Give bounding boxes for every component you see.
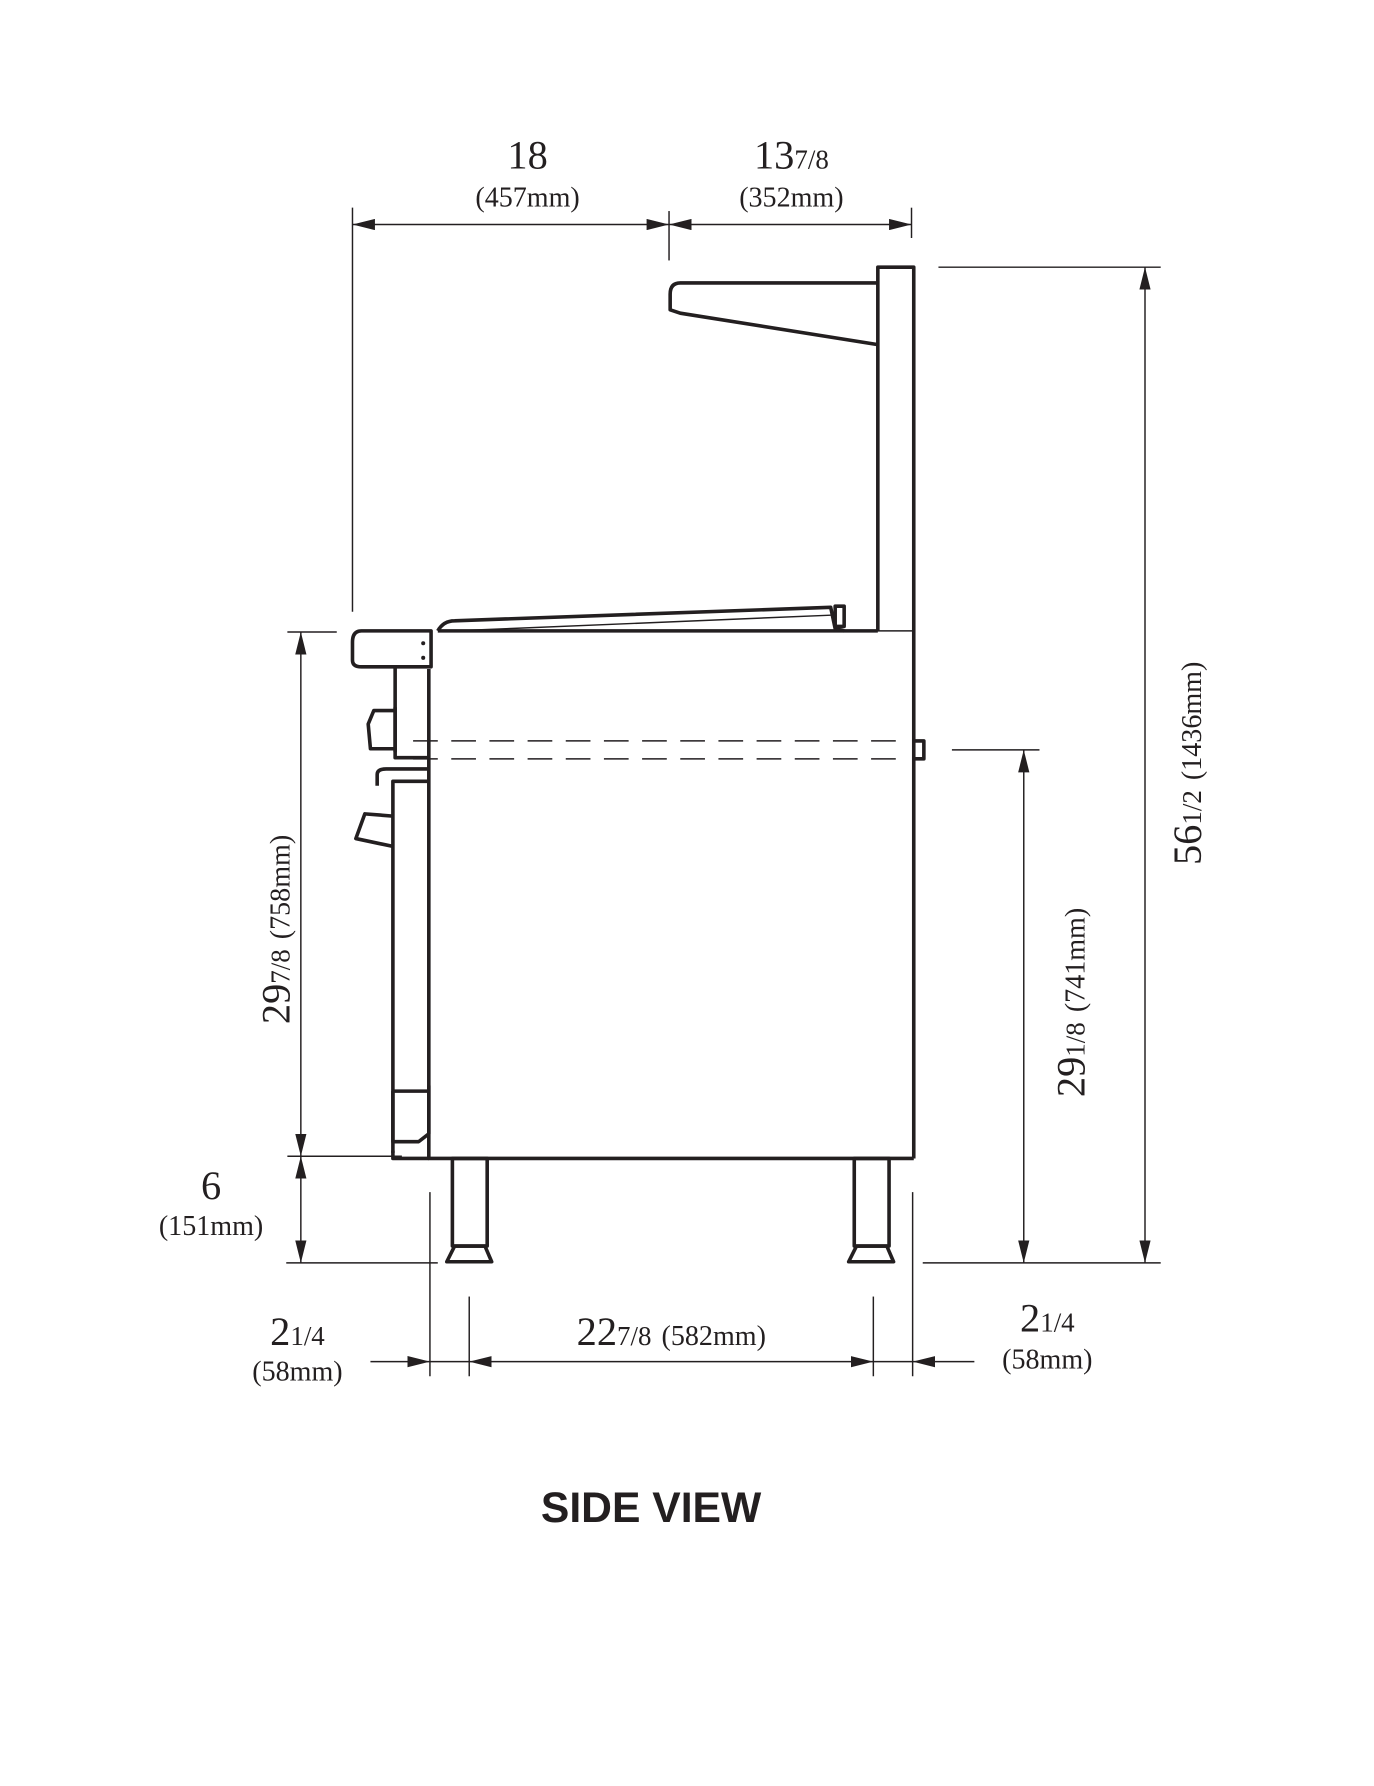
rear-leg [846,1156,896,1264]
dim-front-height: 297/8 (758mm) [254,835,299,1024]
control-panel [393,666,429,760]
backsplash [876,265,916,1159]
grease-trough [833,604,846,629]
range-outline [350,265,926,1264]
dim-leg-offset-rear: 21/4 [1020,1295,1075,1340]
front-rail [350,629,433,669]
dim-leg-spacing: 227/8 (582mm) [577,1309,766,1354]
oven-door [391,779,431,1161]
dim-leg-offset-front: 21/4 [270,1309,325,1354]
griddle-plate [436,605,845,633]
dim-top-right-mm: (352mm) [739,183,843,214]
dim-leg-offset-front-mm: (58mm) [252,1357,342,1388]
control-knob [366,707,397,753]
dim-leg-offset-rear-mm: (58mm) [1002,1344,1092,1375]
oven-door-handle [354,812,394,849]
dim-overall-height: 561/2 (1436mm) [1165,662,1210,865]
dim-leg-height-mm: (151mm) [159,1211,263,1242]
dim-top-left: 18 [507,132,547,177]
dim-top-left-mm: (457mm) [475,183,579,214]
drawing-title: SIDE VIEW [541,1484,762,1532]
dim-rear-height: 291/8 (741mm) [1048,908,1093,1097]
dim-top-right: 137/8 [754,132,829,177]
dimension-labels: 18 (457mm) 137/8 (352mm) 561/2 (1436mm) … [159,132,1210,1387]
dim-leg-height: 6 [201,1163,221,1208]
dimension-lines [286,207,1161,1377]
gas-manifold-hidden-line [413,739,926,761]
front-leg [444,1156,494,1264]
upper-shelf [668,281,879,347]
body [427,629,914,1161]
